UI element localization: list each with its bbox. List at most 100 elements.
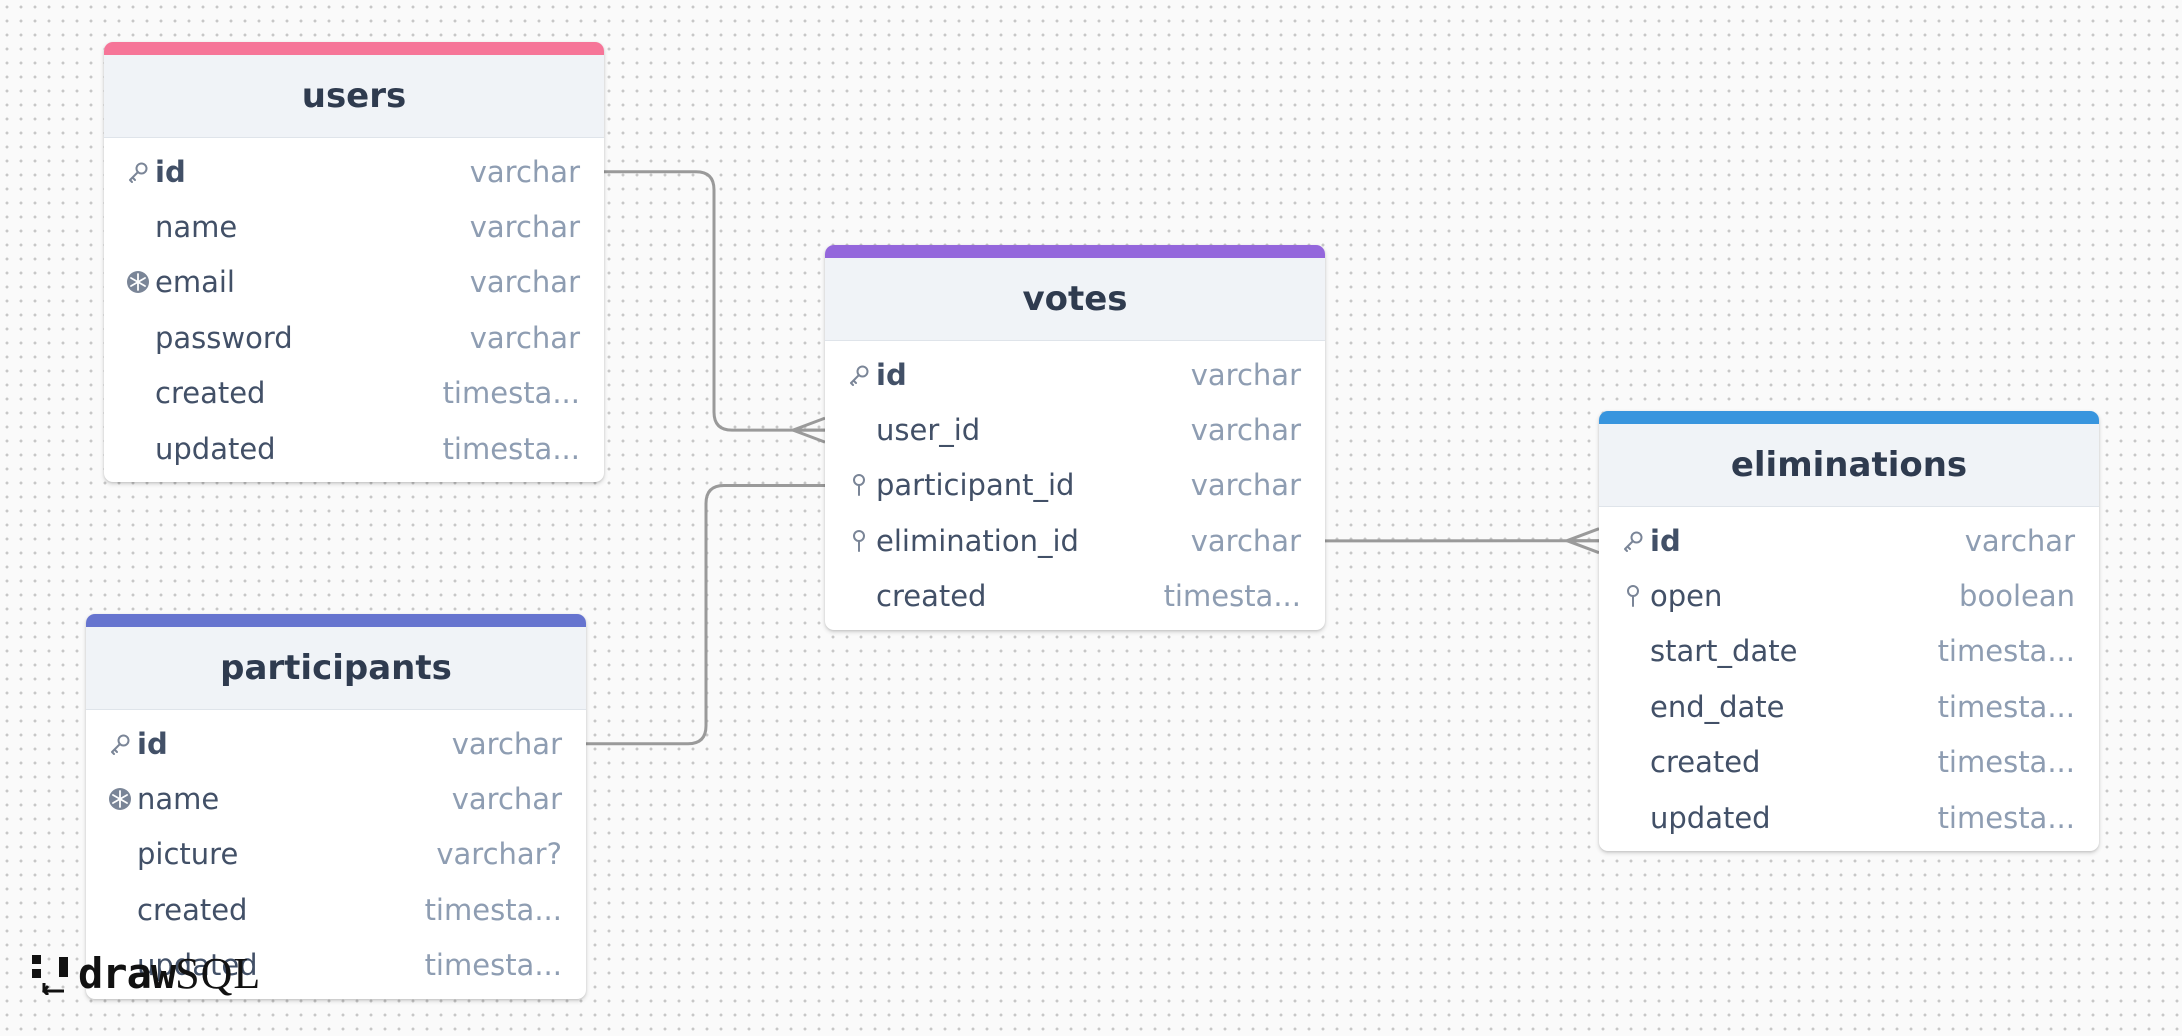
column-type: varchar? [436, 837, 562, 872]
drawsql-logo-icon [32, 954, 68, 995]
key-icon [846, 362, 872, 388]
column-name: created [876, 579, 987, 614]
column-type: varchar [469, 210, 580, 245]
column-name: user_id [876, 413, 981, 448]
column-row-updated[interactable]: updated timesta... [86, 938, 586, 993]
column-name: name [137, 782, 220, 817]
column-type: varchar [1190, 523, 1301, 558]
column-name: participant_id [876, 468, 1075, 503]
column-row-id[interactable]: id varchar [86, 716, 586, 771]
column-name: updated [155, 431, 276, 466]
column-type: varchar [1190, 357, 1301, 392]
column-list: id varchar name varchar picture varchar? creat… [86, 710, 586, 999]
column-name: start_date [1650, 634, 1798, 669]
column-type: timesta... [1937, 745, 2075, 780]
table-header[interactable]: votes [825, 245, 1325, 341]
column-row-id[interactable]: id varchar [825, 347, 1325, 402]
column-row-name[interactable]: name varchar [86, 771, 586, 826]
key-icon [107, 731, 133, 757]
column-row-picture[interactable]: picture varchar? [86, 827, 586, 882]
column-name: updated [1650, 800, 1771, 835]
column-type: timesta... [424, 948, 562, 983]
column-type: timesta... [1163, 579, 1301, 614]
column-row-password[interactable]: password varchar [104, 310, 604, 365]
column-type: timesta... [424, 892, 562, 927]
column-row-participant-id[interactable]: participant_id varchar [825, 458, 1325, 513]
key-icon [1620, 528, 1646, 554]
column-name: open [1650, 579, 1723, 614]
index-icon [846, 472, 872, 498]
column-name: created [1650, 745, 1761, 780]
unique-icon [107, 786, 133, 812]
column-row-id[interactable]: id varchar [104, 144, 604, 199]
column-type: timesta... [442, 376, 580, 411]
column-type: varchar [1964, 523, 2075, 558]
column-type: varchar [451, 726, 562, 761]
column-name: id [1650, 523, 1681, 558]
column-row-name[interactable]: name varchar [104, 199, 604, 254]
table-header[interactable]: users [104, 42, 604, 138]
column-type: timesta... [1937, 800, 2075, 835]
column-row-id[interactable]: id varchar [1599, 513, 2099, 568]
column-name: id [155, 154, 186, 189]
column-list: id varchar open boolean start_date timesta...… [1599, 507, 2099, 851]
crows-foot-icon [1566, 527, 1600, 555]
column-type: timesta... [1937, 689, 2075, 724]
table-header[interactable]: participants [86, 614, 586, 710]
column-type: varchar [469, 320, 580, 355]
column-name: password [155, 320, 293, 355]
table-title: eliminations [1730, 445, 1968, 485]
table-eliminations[interactable]: eliminations id varchar open boolean start_da… [1599, 411, 2099, 852]
drawsql-watermark: draw SQL [30, 948, 261, 999]
table-header[interactable]: eliminations [1599, 411, 2099, 507]
brand-draw-text: draw [78, 949, 176, 998]
column-row-open[interactable]: open boolean [1599, 568, 2099, 623]
column-type: timesta... [442, 431, 580, 466]
column-type: boolean [1959, 579, 2075, 614]
column-row-start-date[interactable]: start_date timesta... [1599, 624, 2099, 679]
column-row-created[interactable]: created timesta... [104, 366, 604, 421]
table-participants[interactable]: participants id varchar name varchar picture v… [86, 614, 586, 999]
column-row-end-date[interactable]: end_date timesta... [1599, 679, 2099, 734]
column-type: varchar [1190, 413, 1301, 448]
column-name: email [155, 265, 235, 300]
column-type: timesta... [1937, 634, 2075, 669]
column-type: varchar [469, 265, 580, 300]
column-row-created[interactable]: created timesta... [1599, 735, 2099, 790]
column-row-email[interactable]: email varchar [104, 255, 604, 310]
column-row-updated[interactable]: updated timesta... [1599, 790, 2099, 845]
relation-line-users-votes[interactable] [604, 170, 825, 432]
column-row-created[interactable]: created timesta... [86, 882, 586, 937]
column-name: created [155, 376, 266, 411]
column-name: picture [137, 837, 239, 872]
column-type: varchar [469, 154, 580, 189]
relation-line-participants-votes[interactable] [586, 484, 825, 746]
brand-sql-text: SQL [175, 949, 262, 998]
table-title: votes [1022, 279, 1128, 319]
column-row-updated[interactable]: updated timesta... [104, 421, 604, 476]
column-name: id [137, 726, 168, 761]
column-row-created[interactable]: created timesta... [825, 569, 1325, 624]
index-icon [846, 528, 872, 554]
unique-icon [125, 269, 151, 295]
key-icon [125, 159, 151, 185]
column-type: varchar [1190, 468, 1301, 503]
column-name: id [876, 357, 907, 392]
crows-foot-icon [792, 416, 826, 444]
column-row-elimination-id[interactable]: elimination_id varchar [825, 513, 1325, 568]
column-name: name [155, 210, 238, 245]
table-title: participants [220, 648, 452, 688]
column-name: end_date [1650, 689, 1785, 724]
column-row-user-id[interactable]: user_id varchar [825, 402, 1325, 457]
index-icon [1620, 583, 1646, 609]
table-title: users [301, 76, 407, 116]
column-name: created [137, 892, 248, 927]
column-name: updated [137, 948, 258, 983]
column-type: varchar [451, 782, 562, 817]
column-name: elimination_id [876, 523, 1079, 558]
